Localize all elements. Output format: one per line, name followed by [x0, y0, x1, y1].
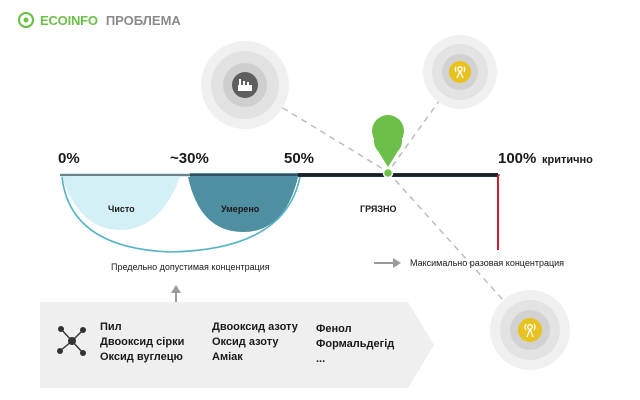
pollutant-item: Оксид вуглецю	[100, 351, 183, 363]
pdk-caption: Предельно допустимая концентрация	[111, 262, 270, 272]
zone-moderate-label: Умерено	[221, 204, 260, 214]
logo: ECOINFO ПРОБЛЕМА	[18, 12, 181, 28]
sensor-node-bottom	[490, 290, 570, 370]
pollutant-item: Формальдегід	[316, 338, 395, 350]
pollutant-item: Двооксид сірки	[100, 336, 185, 348]
connector-sensor-top	[387, 71, 461, 173]
label-100: 100%	[498, 150, 537, 167]
critical-label: критично	[542, 154, 593, 166]
zone-dirty-label: ГРЯЗНО	[360, 204, 397, 214]
max-caption: Максимально разовая концентрация	[410, 258, 565, 268]
sensor-tower-icon-2	[524, 323, 536, 338]
brand-subtitle: ПРОБЛЕМА	[105, 12, 181, 28]
location-pin-logo-icon	[18, 12, 34, 28]
zone-moderate	[188, 177, 298, 232]
label-30: ~30%	[170, 150, 209, 167]
pollutant-item: Двооксид азоту	[212, 321, 298, 333]
brand-name: ECOINFO	[40, 12, 98, 28]
label-50: 50%	[284, 150, 315, 167]
pdk-arc	[61, 176, 301, 253]
sensor-tower-icon	[454, 66, 466, 79]
sensor-node-top	[423, 35, 497, 109]
pollutant-item: Пил	[100, 321, 122, 333]
pollutants-panel	[40, 302, 408, 388]
arrow-right-icon	[374, 258, 401, 268]
pollutants-column-1: Пил Двооксид сірки Оксид вуглецю	[100, 320, 184, 365]
molecule-icon	[57, 326, 86, 356]
pollutants-panel-arrow	[408, 302, 434, 388]
label-0: 0%	[58, 150, 80, 167]
pollutants-column-2: Двооксид азоту Оксид азоту Аміак	[212, 320, 298, 365]
pollutant-item: Фенол	[316, 323, 352, 335]
factory-icon	[238, 79, 252, 91]
zone-clean	[62, 177, 180, 230]
factory-node	[201, 41, 289, 129]
location-pin-icon	[372, 115, 404, 179]
zone-clean-label: Чисто	[108, 204, 135, 214]
pollutant-item: Оксид азоту	[212, 336, 279, 348]
pollutant-item: Аміак	[212, 351, 243, 363]
pollutants-column-3: Фенол Формальдегід ...	[316, 322, 394, 367]
pollutant-item: ...	[316, 353, 326, 365]
